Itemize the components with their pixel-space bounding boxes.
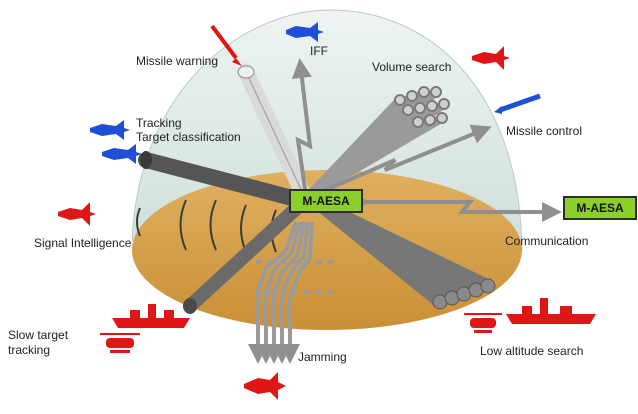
fighter-jet-icon <box>58 202 96 226</box>
slow-target-beam <box>183 198 307 313</box>
volume-search-beams <box>306 86 450 199</box>
low-altitude-beams <box>315 199 496 310</box>
slow-target-tracking-label-line1: Slow target <box>8 328 69 342</box>
signal-intelligence-label: Signal Intelligence <box>34 236 132 250</box>
jamming-label: Jamming <box>298 350 347 364</box>
fighter-jet-icon <box>102 144 142 164</box>
helicopter-icon <box>100 333 140 353</box>
fighter-jet-icon <box>244 372 286 400</box>
tracking-label: Tracking <box>136 116 182 130</box>
volume-search-label: Volume search <box>372 60 452 74</box>
jamming-arrows <box>248 221 336 364</box>
tracking-beam <box>138 152 308 208</box>
missile-control-label: Missile control <box>506 124 583 138</box>
fighter-jet-icon <box>286 22 324 42</box>
helicopter-icon <box>464 313 502 333</box>
iff-arrow <box>291 58 313 197</box>
missile-icon <box>494 93 541 114</box>
slow-target-tracking-label-line2: tracking <box>8 343 51 357</box>
m-aesa-remote-box: M-AESA <box>563 196 637 220</box>
missile-icon <box>210 24 242 66</box>
iff-label: IFF <box>310 44 328 58</box>
ship-icon <box>112 304 190 328</box>
missile-warning-label: Missile warning <box>136 54 219 68</box>
target-classification-label: Target classification <box>136 130 241 144</box>
missile-control-arrow <box>311 124 492 198</box>
communication-label: Communication <box>505 234 589 248</box>
ship-icon <box>506 298 596 324</box>
communication-arrow <box>350 192 562 222</box>
fighter-jet-icon <box>472 46 510 70</box>
m-aesa-center-box: M-AESA <box>289 189 363 213</box>
fighter-jet-icon <box>90 120 130 140</box>
low-altitude-search-label: Low altitude search <box>480 344 584 358</box>
